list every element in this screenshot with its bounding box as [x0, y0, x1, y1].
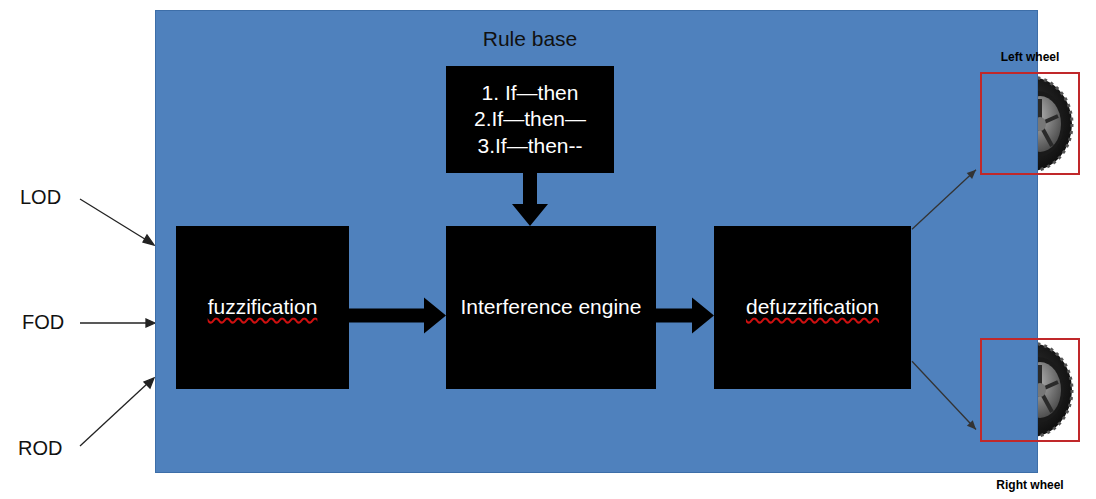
process-box: defuzzification	[714, 226, 911, 389]
process-box: Interference engine	[446, 226, 656, 389]
output-line	[912, 361, 976, 429]
wheel-label: Right wheel	[996, 478, 1063, 492]
rule-list-box: 1. If—then2.If—then—3.If—then--	[446, 66, 614, 173]
flow-arrow	[512, 173, 548, 226]
flow-arrow	[656, 298, 714, 334]
panel-box: Rule base 1. If—then2.If—then—3.If—then--…	[155, 10, 1038, 473]
box-text: 3.If—then--	[477, 133, 582, 159]
wheel-label: Left wheel	[1001, 50, 1060, 64]
flow-arrow	[349, 298, 446, 334]
process-box: fuzzification	[176, 226, 349, 389]
leader-arrows	[80, 199, 155, 446]
wheel-frame: Right wheel	[980, 338, 1080, 442]
signal-label: ROD	[18, 437, 62, 460]
signal-label: LOD	[20, 186, 61, 209]
box-text: defuzzification	[746, 294, 879, 320]
signal-label: FOD	[22, 311, 64, 334]
wheel-frame: Left wheel	[980, 72, 1080, 175]
box-text: fuzzification	[208, 294, 318, 320]
box-text: 2.If—then—	[474, 106, 586, 132]
box-text: Interference engine	[461, 294, 642, 320]
output-line	[912, 170, 976, 230]
panel-title: Rule base	[483, 27, 578, 51]
box-text: 1. If—then	[482, 80, 579, 106]
